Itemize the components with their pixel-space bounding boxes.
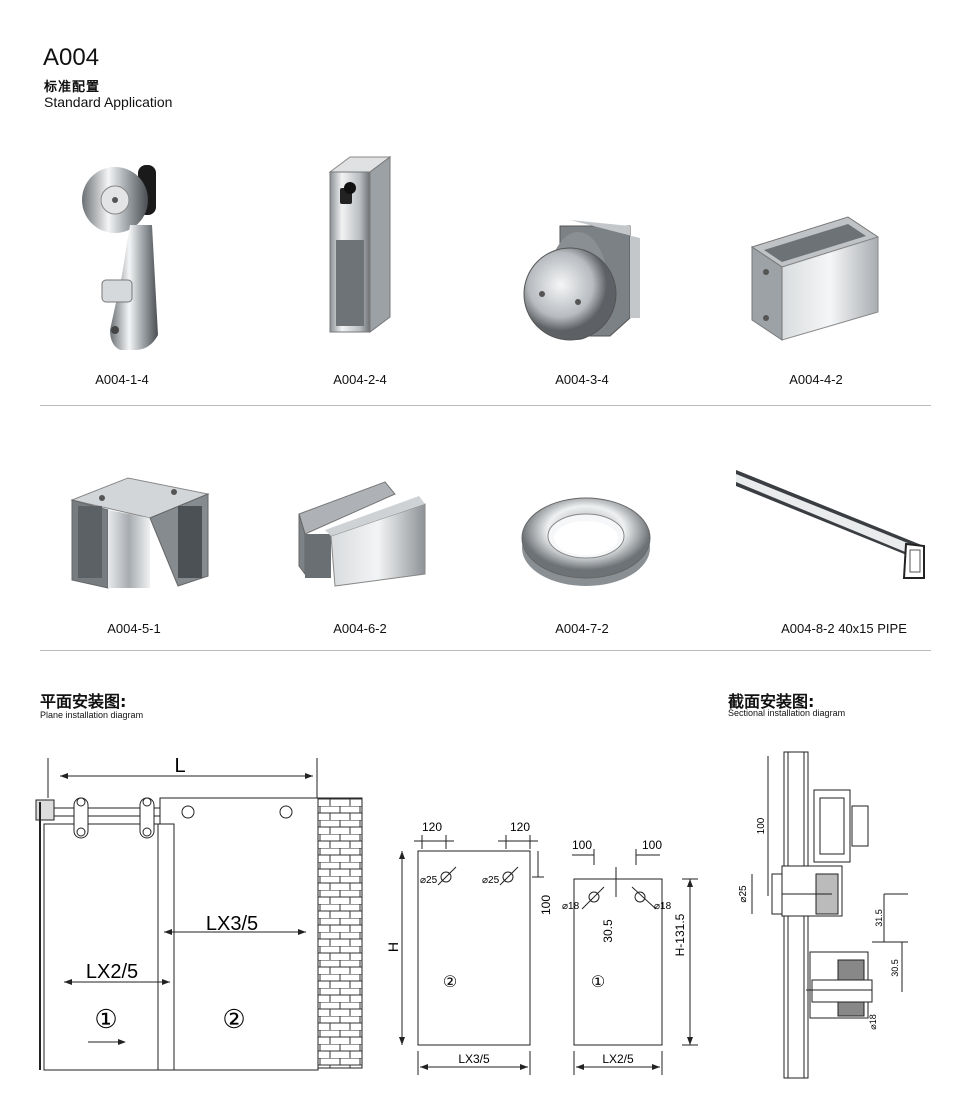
dim-18: ⌀18 xyxy=(868,1014,878,1029)
product-label: A004-3-4 xyxy=(555,372,609,387)
sectional-title-en: Sectional installation diagram xyxy=(728,708,846,718)
product-label: A004-4-2 xyxy=(789,372,843,387)
panel-1-diagram: 100 100 ⌀18 ⌀18 30.5 H-131.5 ① LX2/5 xyxy=(562,838,698,1075)
model-code: A004 xyxy=(43,44,100,71)
product-image-a004-6-2 xyxy=(298,481,426,587)
product-label: A004-6-2 xyxy=(333,621,387,636)
plane-installation-diagram: L LX3/5 LX2/5 ① ② xyxy=(35,755,363,1071)
panel-1-number: ① xyxy=(94,1004,117,1034)
plane-title-en: Plane installation diagram xyxy=(40,710,144,720)
product-image-a004-3-4 xyxy=(523,220,640,341)
product-image-a004-4-2 xyxy=(750,216,880,341)
sectional-title-cn: 截面安装图: xyxy=(728,692,815,711)
hole-left: ⌀18 xyxy=(562,901,580,912)
product-image-a004-2-4 xyxy=(328,156,392,333)
product-label: A004-2-4 xyxy=(333,372,387,387)
title-cn: 标准配置 xyxy=(44,80,101,95)
dim-h-131-5: H-131.5 xyxy=(673,913,687,956)
product-label: A004-8-2 40x15 PIPE xyxy=(781,621,907,636)
dim-100: 100 xyxy=(539,895,553,915)
panel-1-label: ① xyxy=(591,974,605,991)
dim-25: ⌀25 xyxy=(738,885,749,903)
dim-100-left: 100 xyxy=(572,838,592,852)
dim-120-left: 120 xyxy=(422,820,442,834)
panel-2-label: ② xyxy=(443,974,457,991)
panel-2-diagram: 120 120 ⌀25 ⌀25 100 H ② LX3/5 xyxy=(386,820,553,1075)
product-image-a004-5-1 xyxy=(70,477,210,589)
product-label: A004-5-1 xyxy=(107,621,161,636)
hole-right: ⌀18 xyxy=(654,901,672,912)
dim-lx25: LX2/5 xyxy=(86,961,138,983)
dim-31-5: 31.5 xyxy=(874,909,884,927)
plane-title-cn: 平面安装图: xyxy=(40,692,127,711)
sectional-installation-diagram: 100 ⌀25 31.5 30.5 ⌀18 xyxy=(738,751,908,1079)
hole-left: ⌀25 xyxy=(420,875,438,886)
dim-100-right: 100 xyxy=(642,838,662,852)
product-image-a004-7-2 xyxy=(521,497,651,586)
dim-30-5: 30.5 xyxy=(890,959,900,977)
dim-l: L xyxy=(174,755,185,777)
hole-right: ⌀25 xyxy=(482,875,500,886)
product-image-a004-1-4 xyxy=(82,165,158,350)
divider xyxy=(40,650,931,651)
panel-2-number: ② xyxy=(222,1004,245,1034)
title-en: Standard Application xyxy=(44,94,173,110)
dim-h: H xyxy=(386,942,401,952)
dim-bottom: LX2/5 xyxy=(602,1052,634,1066)
dim-100: 100 xyxy=(756,817,767,834)
dim-120-right: 120 xyxy=(510,820,530,834)
product-image-a004-8-2 xyxy=(736,470,925,579)
dim-30-5: 30.5 xyxy=(601,919,615,943)
dim-lx35: LX3/5 xyxy=(206,913,258,935)
dim-bottom: LX3/5 xyxy=(458,1052,490,1066)
product-label: A004-1-4 xyxy=(95,372,149,387)
divider xyxy=(40,405,931,406)
product-label: A004-7-2 xyxy=(555,621,609,636)
